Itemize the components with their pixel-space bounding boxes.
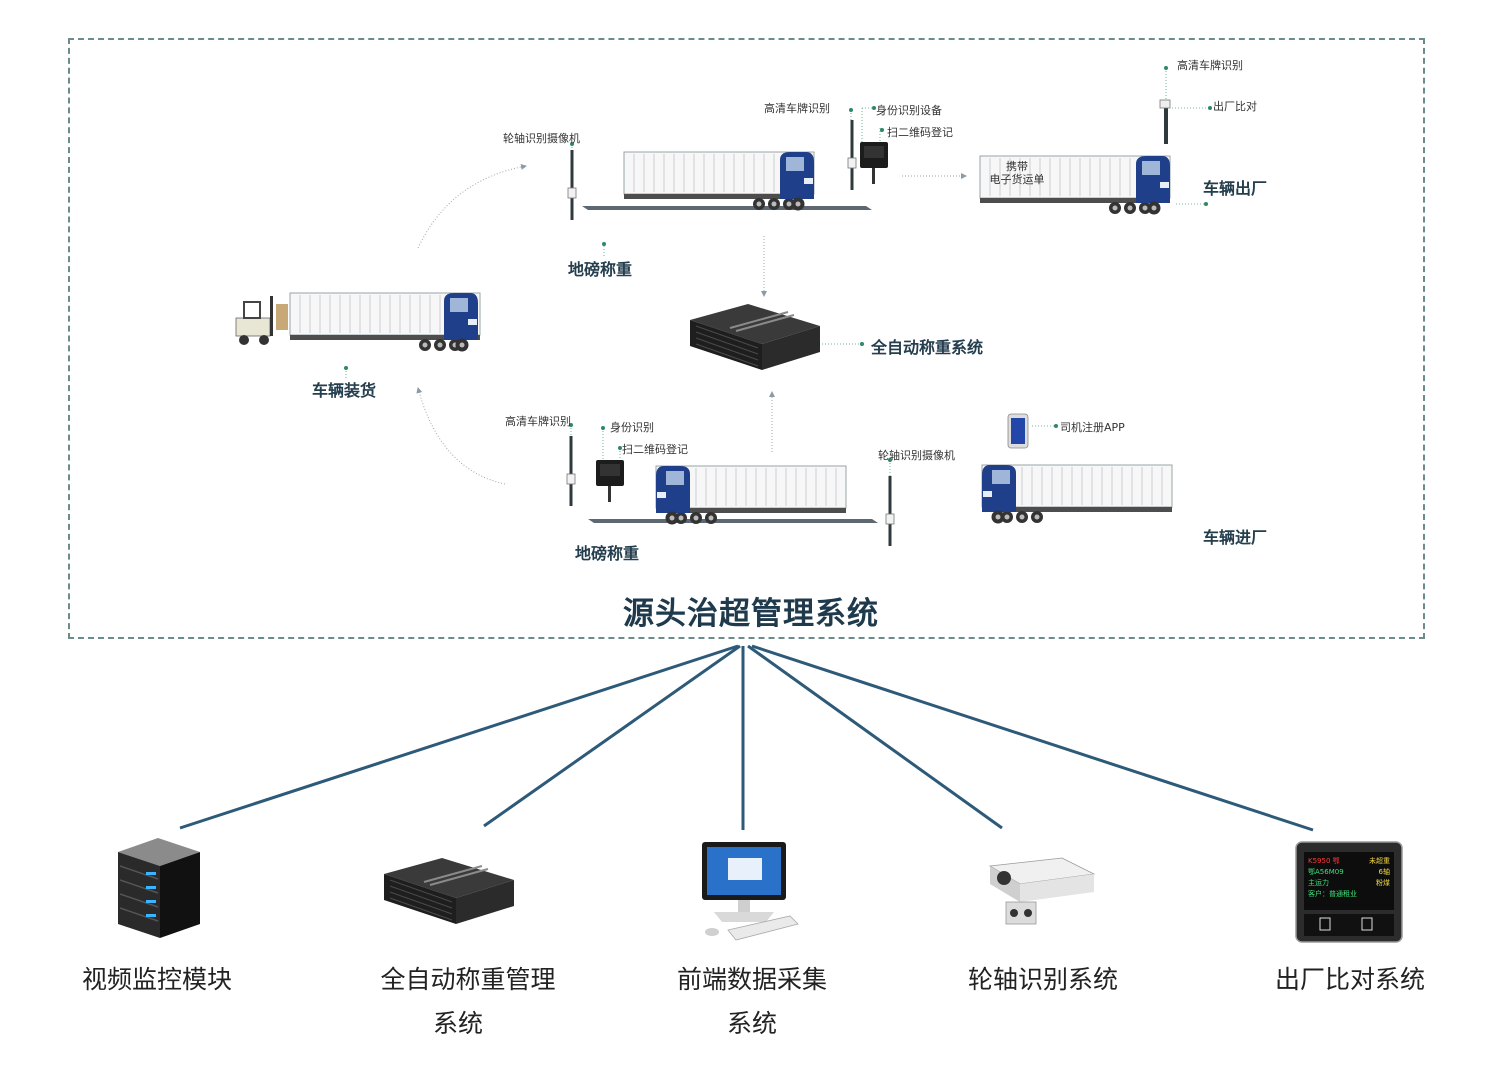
stage-loading: 车辆装货: [312, 381, 377, 400]
connector-lines: [179, 644, 1314, 832]
led-display-icon: [1295, 841, 1403, 943]
stage-weigh-bottom: 地磅称重: [575, 544, 640, 563]
subsystem-label-line2: 系统: [432, 1009, 483, 1038]
subsystem-axle: 轮轴识别系统: [943, 958, 1143, 1002]
weighbridge-top: [567, 119, 888, 221]
subsystem-label: 全自动称重管理: [380, 965, 556, 994]
subsystem-label: 轮轴识别系统: [967, 965, 1118, 994]
e-waybill-line2: 电子货运单: [989, 173, 1045, 186]
id-terminal-icon: [860, 142, 888, 184]
camera-pole-icon: [1164, 100, 1168, 144]
stage-enter: 车辆进厂: [1203, 528, 1268, 547]
subsystem-label-line2: 系统: [726, 1009, 777, 1038]
system-title: 源头治超管理系统: [623, 596, 879, 632]
system-frame: [68, 38, 1425, 639]
subsystem-weighing: 全自动称重管理 系统: [358, 958, 578, 1046]
flow-enter-to-load: [416, 387, 506, 485]
camera-pole-icon: [567, 149, 577, 221]
stage-exit: 车辆出厂: [1203, 179, 1268, 198]
subsystem-video: 视频监控模块: [57, 958, 257, 1002]
loading-scene: [235, 292, 481, 352]
forklift-icon: [235, 296, 288, 345]
e-waybill-line1: 携带: [1006, 160, 1028, 173]
axle-camera-label: 轮轴识别摄像机: [878, 449, 955, 462]
industrial-pc-icon: [383, 857, 515, 925]
stage-auto-system: 全自动称重系统: [871, 338, 984, 357]
subsystem-label: 视频监控模块: [81, 965, 232, 994]
weighbridge-bottom: [566, 435, 895, 547]
exit-plate-label: 高清车牌识别: [1177, 59, 1243, 72]
id-recognition-label: 身份识别: [610, 421, 654, 434]
industrial-pc-icon: [689, 303, 821, 371]
camera-pole-icon: [847, 119, 857, 191]
enter-scene: [981, 413, 1173, 524]
led-row2-right: 6轴: [1378, 868, 1390, 876]
id-terminal-icon: [596, 460, 624, 502]
exit-compare-label: 出厂比对: [1213, 100, 1257, 113]
led-row2-left: 鄂A56M09: [1308, 868, 1344, 876]
server-icon: [118, 838, 200, 938]
stage-weigh-top: 地磅称重: [568, 260, 633, 279]
computer-icon: [702, 842, 799, 941]
subsystem-data-collect: 前端数据采集 系统: [652, 958, 852, 1046]
plate-recognition-label: 高清车牌识别: [505, 415, 571, 428]
scan-qr-label: 扫二维码登记: [887, 126, 953, 139]
exit-scene: [979, 99, 1171, 215]
led-row3-left: 主运力: [1308, 879, 1329, 887]
subsystem-label: 出厂比对系统: [1274, 965, 1425, 994]
e-waybill-note: 携带 电子货运单: [984, 160, 1050, 186]
scan-qr-label: 扫二维码登记: [622, 443, 688, 456]
led-row1-left: K5950 鄂: [1308, 857, 1340, 865]
led-row1-right: 未超重: [1369, 857, 1390, 865]
id-device-label: 身份识别设备: [876, 104, 942, 117]
subsystem-label: 前端数据采集: [676, 965, 827, 994]
camera-icon: [988, 857, 1096, 925]
led-row3-right: 粉煤: [1376, 879, 1390, 887]
driver-app-label: 司机注册APP: [1060, 421, 1125, 434]
plate-recognition-label: 高清车牌识别: [764, 102, 830, 115]
camera-pole-icon: [566, 435, 576, 507]
subsystem-exit-compare: 出厂比对系统: [1250, 958, 1450, 1002]
axle-camera-label: 轮轴识别摄像机: [503, 132, 580, 145]
flow-load-to-weigh: [417, 163, 527, 249]
led-row4: 客户：普通租业: [1308, 890, 1357, 898]
camera-pole-icon: [885, 475, 895, 547]
phone-icon: [1007, 413, 1029, 449]
led-display-text: K5950 鄂 未超重 鄂A56M09 6轴 主运力 粉煤 客户：普通租业: [1308, 856, 1390, 900]
